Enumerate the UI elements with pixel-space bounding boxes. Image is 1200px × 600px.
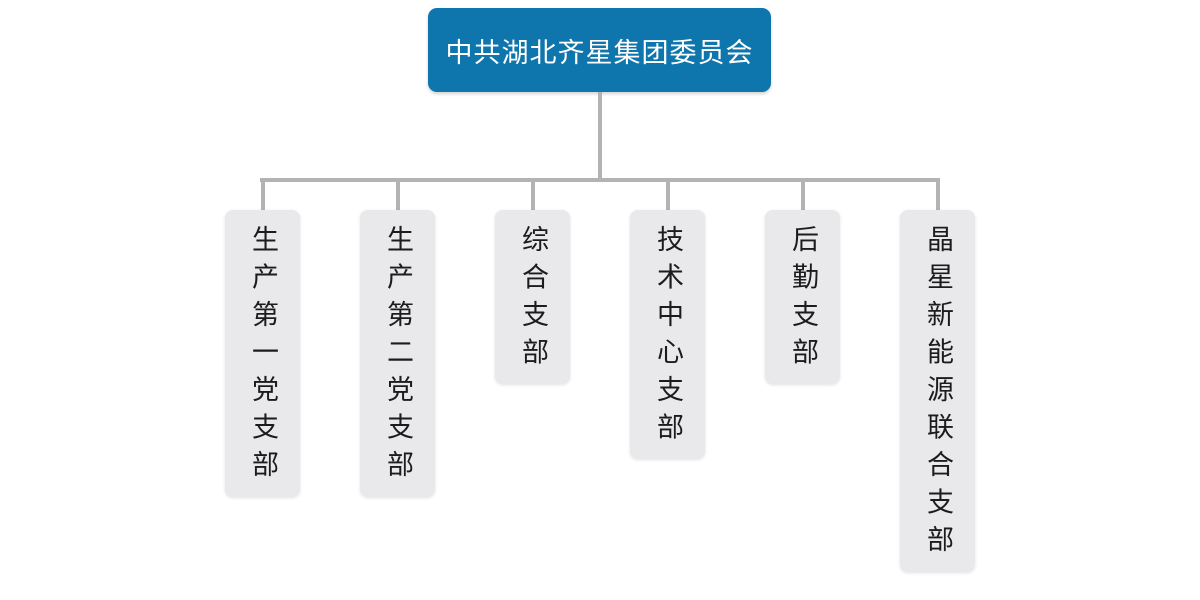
org-child-node: 综合支部 bbox=[495, 210, 570, 384]
connector-stub bbox=[530, 182, 535, 212]
org-child-label: 后勤支部 bbox=[788, 225, 818, 375]
connector-stub bbox=[935, 182, 940, 212]
org-child-label: 综合支部 bbox=[518, 225, 548, 375]
org-child-node: 晶星新能源联合支部 bbox=[900, 210, 975, 572]
org-child-node: 生产第二党支部 bbox=[360, 210, 435, 497]
org-child-node: 技术中心支部 bbox=[630, 210, 705, 459]
connector-stub bbox=[260, 182, 265, 212]
connector-rail bbox=[260, 178, 940, 182]
connector-stub bbox=[800, 182, 805, 212]
org-child-label: 生产第二党支部 bbox=[383, 225, 413, 488]
connector-trunk bbox=[598, 92, 602, 180]
org-child-node: 后勤支部 bbox=[765, 210, 840, 384]
org-child-node: 生产第一党支部 bbox=[225, 210, 300, 497]
org-child-label: 技术中心支部 bbox=[653, 225, 683, 450]
connector-stub bbox=[665, 182, 670, 212]
org-child-label: 晶星新能源联合支部 bbox=[923, 225, 953, 563]
org-child-label: 生产第一党支部 bbox=[248, 225, 278, 488]
connector-stub bbox=[395, 182, 400, 212]
org-root-node: 中共湖北齐星集团委员会 bbox=[428, 8, 771, 92]
